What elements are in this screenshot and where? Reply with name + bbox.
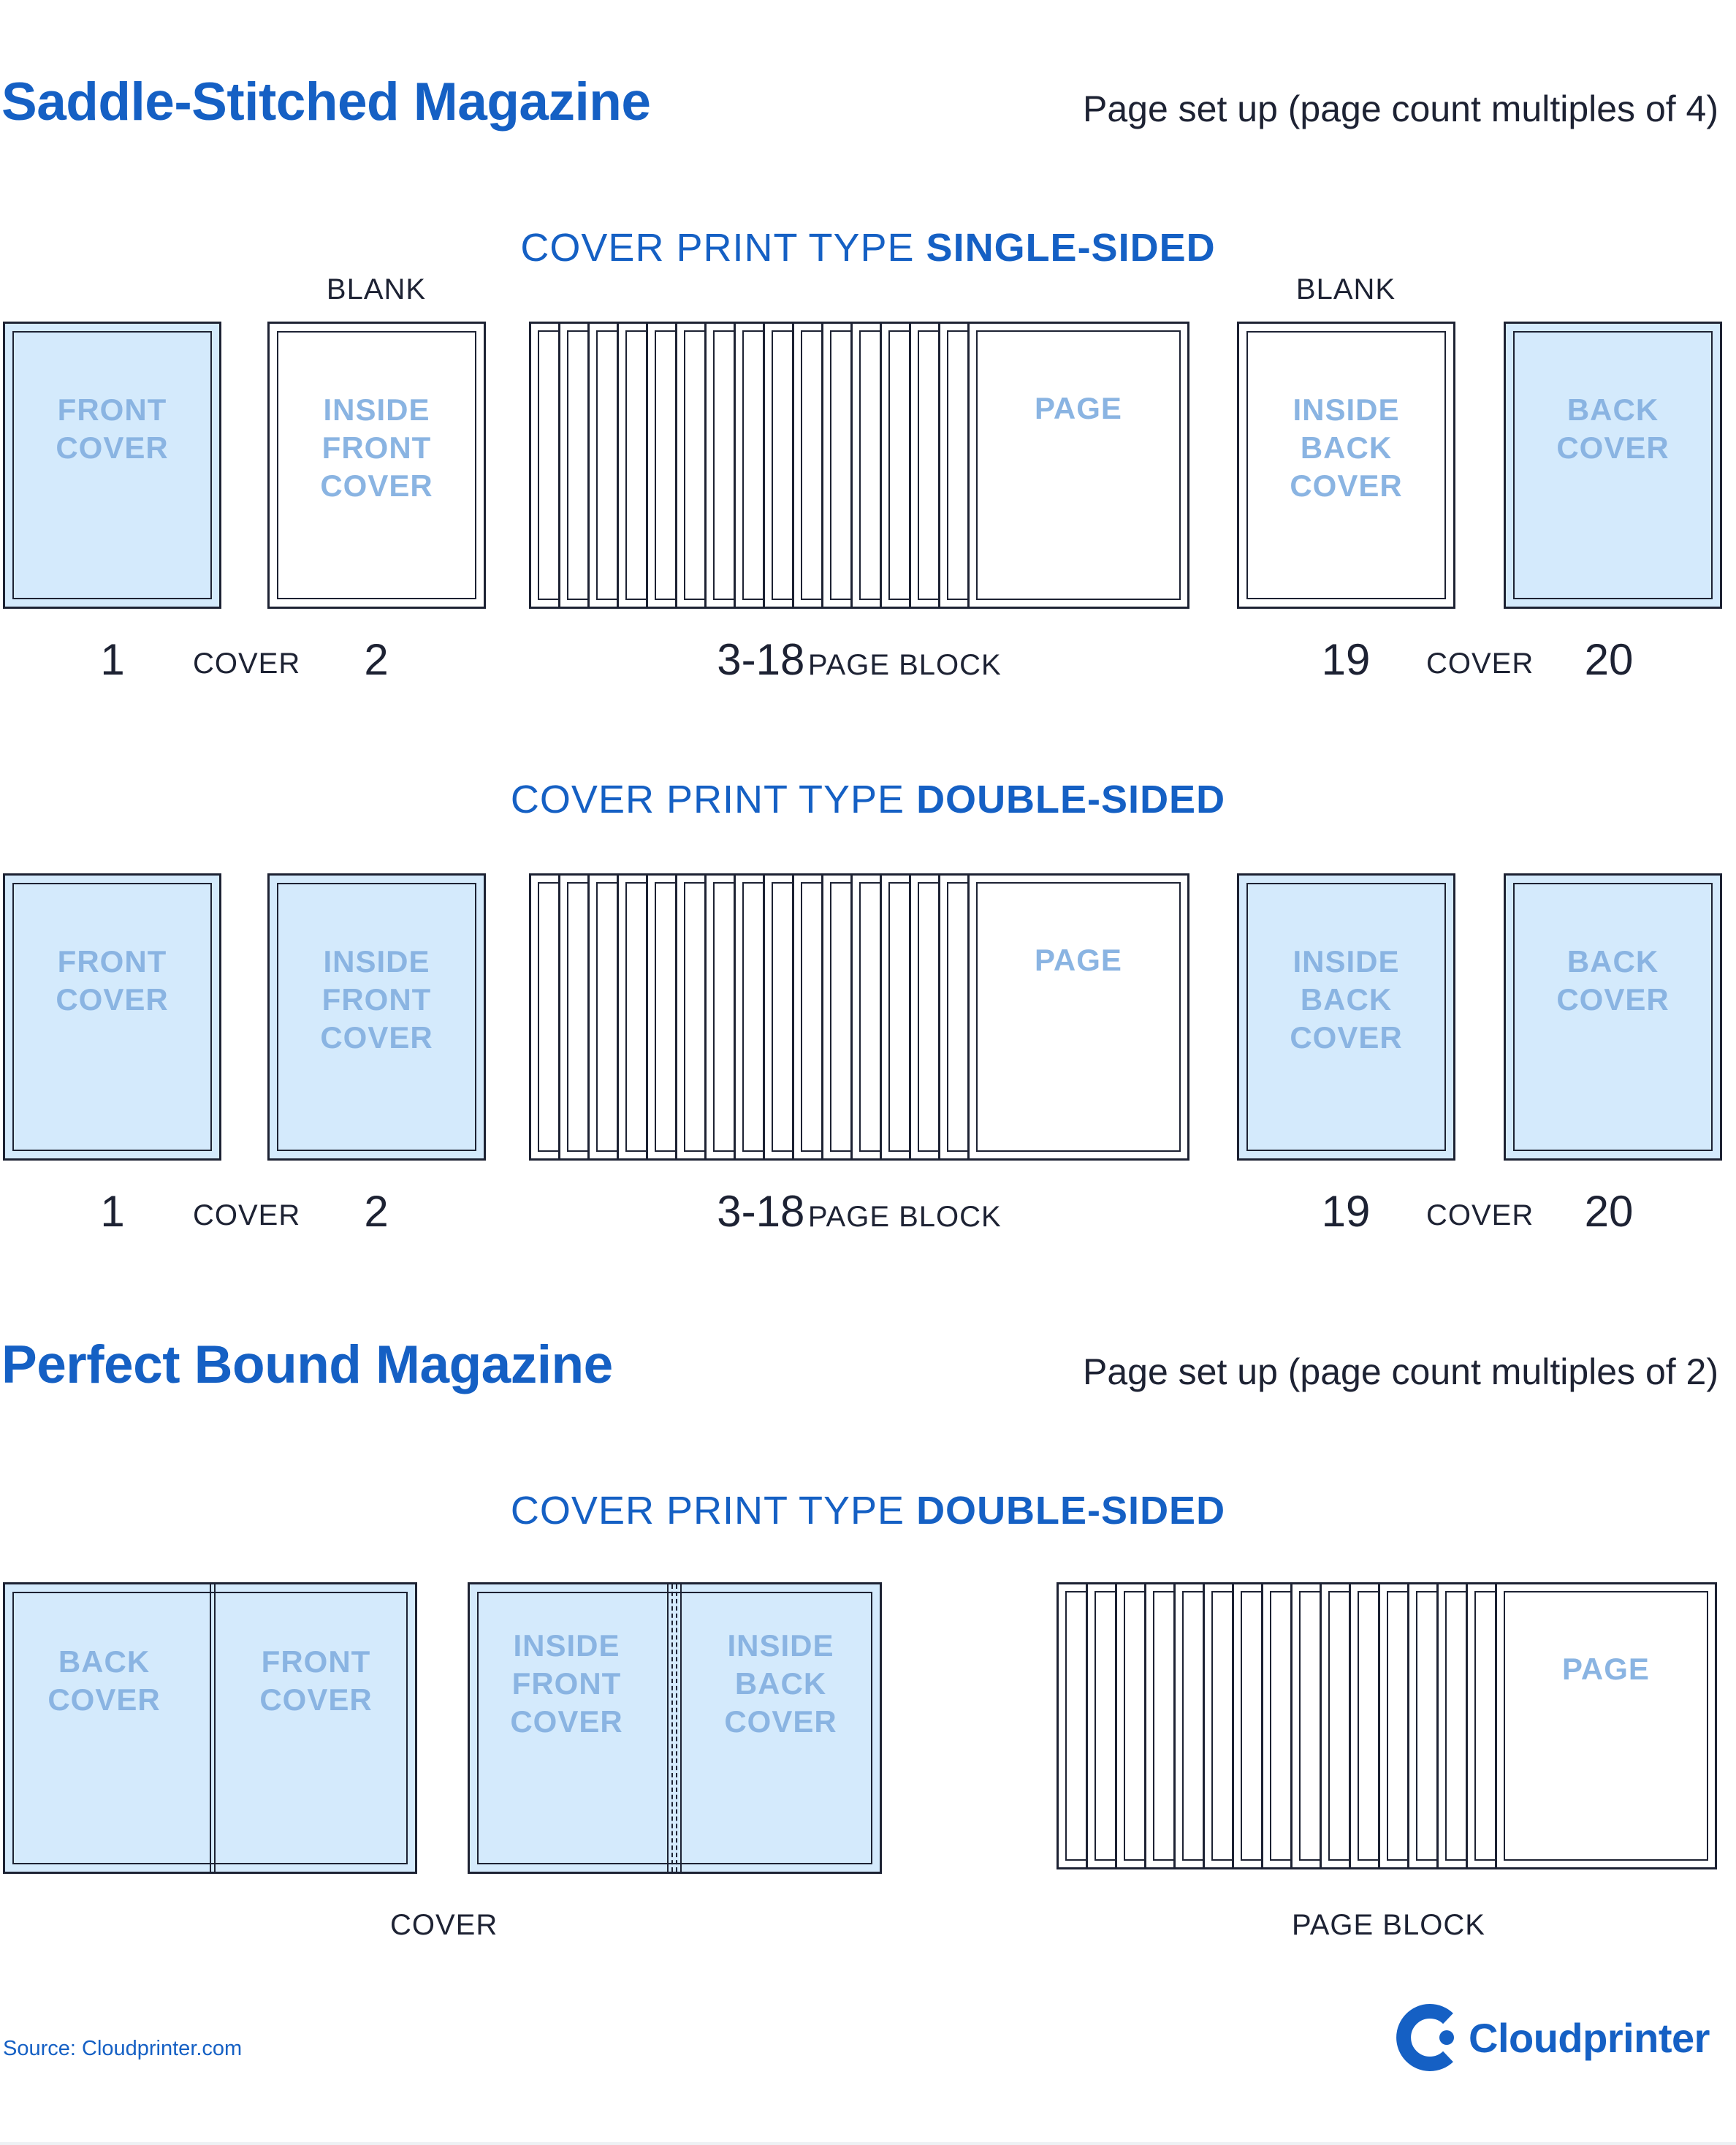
cover-caption-right: COVER [1426, 1199, 1534, 1231]
back-cover-sheet: BACK COVER [1504, 873, 1722, 1161]
perfect-title: Perfect Bound Magazine [1, 1335, 613, 1394]
inside-back-cover-label: INSIDE BACK COVER [724, 1628, 837, 1739]
brand-name: Cloudprinter [1469, 2015, 1710, 2061]
cover-caption-left: COVER [193, 648, 301, 680]
page-number-1: 1 [100, 635, 125, 684]
page-block-caption: 3-18 PAGE BLOCK [639, 634, 1080, 685]
single-sided-heading: COVER PRINT TYPE SINGLE-SIDED [0, 225, 1736, 270]
front-cover-label: FRONT COVER [56, 392, 169, 465]
cover-caption-right: COVER [1426, 648, 1534, 680]
page-label: PAGE [1562, 1652, 1650, 1686]
inside-front-cover-label: INSIDE FRONT COVER [320, 392, 433, 503]
cloudprinter-c-logo-icon [1396, 2004, 1454, 2071]
page-block-text: PAGE BLOCK [807, 649, 1002, 681]
front-cover-sheet: FRONT COVER [3, 873, 221, 1161]
front-cover-label: FRONT COVER [259, 1644, 373, 1717]
print-type-value: DOUBLE-SIDED [916, 778, 1226, 821]
page-range: 3-18 [717, 635, 805, 684]
page-range: 3-18 [717, 1187, 805, 1236]
source-credit: Source: Cloudprinter.com [3, 2037, 243, 2060]
double-sided-heading: COVER PRINT TYPE DOUBLE-SIDED [0, 777, 1736, 822]
page-block-stack: PAGE [529, 322, 1189, 609]
page-number-2: 2 [364, 1187, 389, 1236]
front-cover-sheet: FRONT COVER [3, 322, 221, 609]
page-sheet: PAGE [1495, 1582, 1717, 1869]
cloudprinter-logo[interactable]: Cloudprinter [1396, 2001, 1717, 2074]
page-block-caption: 3-18 PAGE BLOCK [639, 1186, 1080, 1237]
page-sheet: PAGE [967, 322, 1189, 609]
page-label: PAGE [1035, 391, 1122, 425]
back-cover-sheet: BACK COVER [1504, 322, 1722, 609]
footer-divider [0, 2142, 1736, 2145]
page-number-2: 2 [364, 635, 389, 684]
page-sheet: PAGE [967, 873, 1189, 1161]
page-block-stack: PAGE [1057, 1582, 1717, 1869]
inside-back-cover-sheet: INSIDE BACK COVER [1237, 322, 1455, 609]
page-number-20: 20 [1584, 1187, 1634, 1236]
page-number-20: 20 [1584, 635, 1634, 684]
print-type-value: DOUBLE-SIDED [916, 1489, 1226, 1533]
print-type-prefix: COVER PRINT TYPE [510, 1489, 905, 1533]
back-cover-label: BACK COVER [47, 1644, 161, 1717]
inside-front-cover-label: INSIDE FRONT COVER [510, 1628, 623, 1739]
page-block-caption: PAGE BLOCK [1292, 1909, 1485, 1941]
cover-caption: COVER [390, 1909, 498, 1941]
page-number-19: 19 [1321, 1187, 1371, 1236]
inside-front-cover-sheet: INSIDE FRONT COVER [267, 873, 486, 1161]
blank-label-right: BLANK [1295, 273, 1396, 305]
print-type-value: SINGLE-SIDED [926, 226, 1216, 270]
saddle-title: Saddle-Stitched Magazine [1, 72, 651, 132]
page-block-stack: PAGE [529, 873, 1189, 1161]
print-type-prefix: COVER PRINT TYPE [510, 778, 905, 821]
perfect-double-sided-heading: COVER PRINT TYPE DOUBLE-SIDED [0, 1488, 1736, 1533]
inside-back-cover-label: INSIDE BACK COVER [1290, 392, 1403, 503]
inside-front-cover-label: INSIDE FRONT COVER [320, 944, 433, 1055]
blank-label-left: BLANK [326, 273, 427, 305]
perfect-setup-note: Page set up (page count multiples of 2) [1083, 1351, 1718, 1392]
outside-cover-spread: BACK COVER FRONT COVER [3, 1582, 417, 1874]
inside-front-cover-sheet: INSIDE FRONT COVER [267, 322, 486, 609]
cover-caption-left: COVER [193, 1199, 301, 1231]
inside-back-cover-sheet: INSIDE BACK COVER [1237, 873, 1455, 1161]
saddle-setup-note: Page set up (page count multiples of 4) [1083, 88, 1718, 129]
page-label: PAGE [1035, 943, 1122, 977]
back-cover-label: BACK COVER [1556, 392, 1670, 465]
print-type-prefix: COVER PRINT TYPE [520, 226, 915, 270]
front-cover-label: FRONT COVER [56, 944, 169, 1017]
inside-cover-spread: INSIDE FRONT COVER INSIDE BACK COVER [468, 1582, 882, 1874]
back-cover-label: BACK COVER [1556, 944, 1670, 1017]
page-number-1: 1 [100, 1187, 125, 1236]
inside-back-cover-label: INSIDE BACK COVER [1290, 944, 1403, 1055]
page-number-19: 19 [1321, 635, 1371, 684]
page-block-text: PAGE BLOCK [807, 1201, 1002, 1233]
